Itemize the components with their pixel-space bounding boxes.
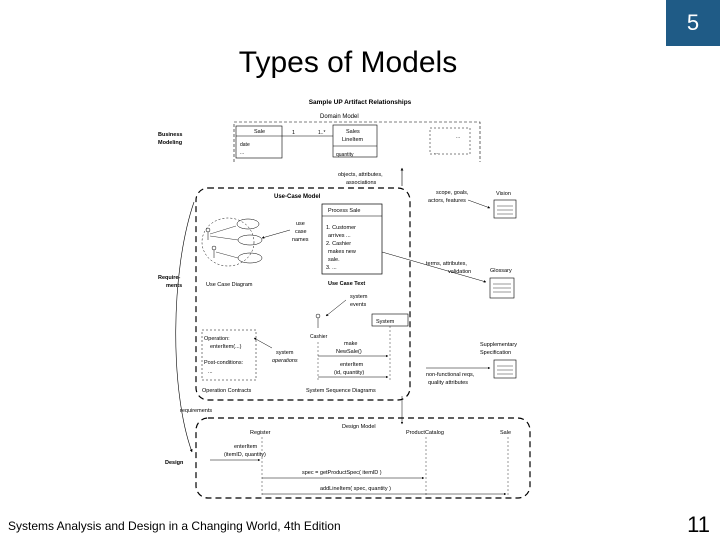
date-attribute: date [240, 142, 250, 148]
system-operations-line2: operations [272, 358, 298, 364]
discipline-design: Design [165, 460, 184, 466]
step-line-3: 2. Cashier [326, 241, 351, 247]
discipline-business-modeling-line1: Business [158, 132, 182, 138]
step-line-6: 3. ... [326, 265, 337, 271]
diagram-heading: Sample UP Artifact Relationships [309, 99, 412, 106]
supplementary-line1: Supplementary [480, 342, 517, 348]
supplementary-line2: Specification [480, 350, 511, 356]
chapter-number-badge: 5 [666, 0, 720, 46]
date-ellipsis: ... [240, 150, 244, 156]
slide-title: Types of Models [238, 46, 458, 79]
scope-goals-line1: scope, goals, [436, 190, 469, 196]
cashier-label: Cashier [310, 334, 328, 340]
use-case-model: Use-Case Model Use Case Diagram use case… [195, 187, 411, 401]
step-line-5: sale. [328, 257, 340, 263]
use-case-model-title: Use-Case Model [274, 194, 321, 200]
design-enter-item-line2: (itemID, quantity) [224, 452, 266, 458]
system-operations-line1: system [276, 350, 294, 356]
requirements-label: requirements [180, 408, 212, 414]
domain-ellipsis-right: ... [456, 134, 460, 140]
system-label: System [376, 319, 395, 325]
footer-citation: Systems Analysis and Design in a Changin… [8, 519, 341, 533]
quantity-attribute: quantity [336, 152, 354, 158]
domain-model: Domain Model Sale date ... 1 1..* Sales … [233, 114, 481, 162]
operation-line1: Operation: [204, 336, 230, 342]
vision-label: Vision [496, 191, 511, 197]
step-line-2: arrives ... [328, 233, 351, 239]
system-sequence-diagrams-label: System Sequence Diagrams [306, 388, 376, 394]
design-model-title: Design Model [342, 424, 376, 430]
use-case-text-label: Use Case Text [328, 281, 365, 287]
page-number: 11 [687, 512, 710, 537]
make-new-sale-line1: make [344, 341, 357, 347]
register-lifeline: Register [250, 430, 271, 436]
use-case-names-line2: case [295, 229, 307, 235]
domain-ellipsis-bottom: ... [434, 150, 438, 156]
non-functional-line2: quality attributes [428, 380, 468, 386]
chapter-number: 5 [686, 10, 700, 35]
enter-item-line1: enterItem [340, 362, 364, 368]
discipline-requirements-line2: ments [166, 283, 182, 289]
multiplicity-one: 1 [292, 130, 295, 136]
use-case-names-line1: use [296, 221, 305, 227]
sales-line-item-line2: LineItem [342, 137, 364, 143]
spec-call-text: spec = getProductSpec( itemID ) [302, 470, 382, 476]
scope-goals-line2: actors, features [428, 198, 466, 204]
postconditions-label: Post-conditions: [204, 360, 244, 366]
process-sale-title: Process Sale [328, 208, 360, 214]
step-line-1: 1. Customer [326, 225, 356, 231]
discipline-requirements-line1: Require- [158, 275, 180, 281]
step-line-4: makes new [328, 249, 356, 255]
system-events-line2: events [350, 302, 366, 308]
vision-document-icon [493, 199, 517, 219]
add-line-item-text: addLineItem( spec, quantity ) [320, 486, 391, 492]
make-new-sale-line2: NewSale() [336, 349, 362, 355]
sales-line-item-line1: Sales [346, 129, 360, 135]
system-events-line1: system [350, 294, 368, 300]
operation-contracts-label: Operation Contracts [202, 388, 251, 394]
operation-line2: enterItem(...) [210, 344, 242, 350]
sale-class: Sale [254, 129, 265, 135]
glossary-label: Glossary [490, 268, 512, 274]
product-catalog-lifeline: ProductCatalog [406, 430, 444, 436]
sale-lifeline: Sale [500, 430, 511, 436]
objects-attributes-line2: associations [346, 180, 377, 186]
terms-attributes-line1: terms, attributes, [426, 261, 467, 267]
use-case-names-line3: names [292, 237, 309, 243]
glossary-document-icon [489, 277, 515, 299]
design-enter-item-line1: enterItem [234, 444, 258, 450]
domain-model-title: Domain Model [320, 114, 359, 120]
non-functional-line1: non-functional reqs, [426, 372, 475, 378]
use-case-diagram-label: Use Case Diagram [206, 282, 253, 288]
multiplicity-many: 1..* [318, 130, 326, 136]
supplementary-document-icon [493, 359, 517, 379]
up-artifact-relationships-diagram: Sample UP Artifact Relationships Busines… [158, 99, 531, 499]
discipline-business-modeling-line2: Modeling [158, 140, 182, 146]
enter-item-line2: (id, quantity) [334, 370, 364, 376]
terms-attributes-line2: validation [448, 269, 471, 275]
objects-attributes-line1: objects, attributes, [338, 172, 383, 178]
postconditions-ellipsis: ... [208, 369, 213, 375]
design-model: Design Model Register ProductCatalog Sal… [195, 417, 531, 499]
